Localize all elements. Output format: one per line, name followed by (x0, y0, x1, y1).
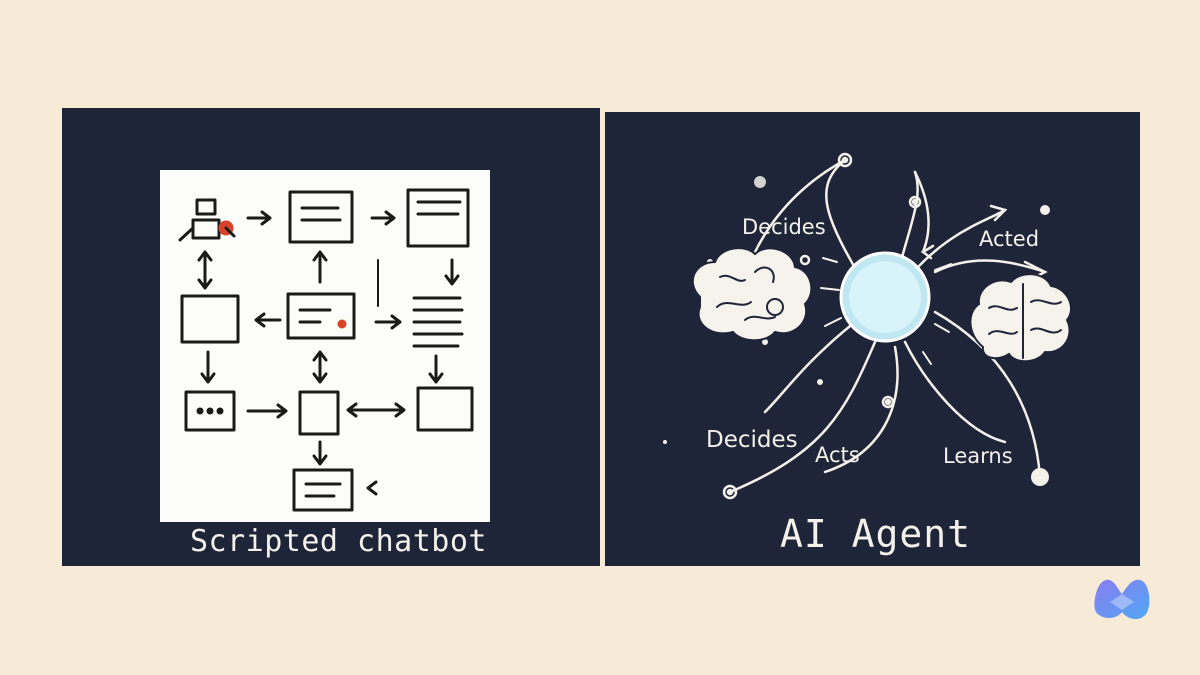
arrow-right-3 (374, 314, 402, 330)
left-caption: Scripted chatbot (190, 524, 487, 559)
network-nodes (663, 152, 1050, 500)
arrow-down-2 (200, 350, 216, 384)
arrow-down-4 (312, 440, 328, 466)
brain-icon-left (691, 247, 813, 342)
box-3 (416, 386, 474, 432)
brand-logo-icon (1094, 579, 1150, 620)
agent-network (663, 152, 1072, 500)
arrow-up-1 (312, 250, 328, 284)
lines-list (412, 296, 464, 348)
arrow-right-4 (246, 403, 288, 419)
text-box-2 (406, 188, 470, 248)
ellipsis-box (184, 390, 236, 432)
box-2 (298, 390, 340, 436)
arrow-right-1 (246, 210, 272, 226)
arrow-right-2 (370, 210, 396, 226)
arrow-updown-2 (312, 350, 328, 384)
arrow-left-2 (366, 480, 378, 496)
sparkle-dashes (820, 257, 952, 365)
robot-icon (178, 198, 236, 242)
connection-curves (728, 158, 1047, 494)
label-acts: Acts (815, 443, 860, 467)
box-1 (180, 294, 240, 344)
label-decides-bottom: Decides (706, 427, 798, 453)
text-box-3 (286, 292, 356, 340)
arrow-down-1 (444, 258, 460, 286)
label-acted: Acted (979, 227, 1040, 251)
text-box-1 (288, 190, 354, 244)
arrow-updown-1 (197, 250, 213, 290)
arrow-down-3 (428, 354, 444, 384)
label-learns: Learns (943, 444, 1013, 468)
right-caption: AI Agent (780, 512, 972, 556)
text-box-4 (292, 468, 354, 512)
flowchart (178, 188, 474, 512)
flowchart-card (160, 170, 490, 522)
label-decides-top: Decides (742, 215, 826, 239)
arrow-bidirectional (346, 402, 406, 418)
arrow-left-1 (254, 312, 282, 328)
brain-icon-right (969, 273, 1072, 363)
central-orb (839, 251, 931, 343)
